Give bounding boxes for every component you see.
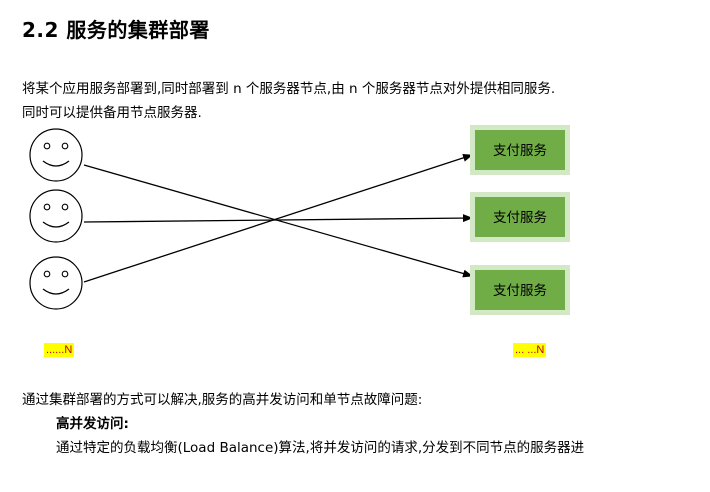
server-label: 支付服务 xyxy=(493,143,547,159)
server-label: 支付服务 xyxy=(493,283,547,299)
body-line-1: 通过集群部署的方式可以解决,服务的高并发访问和单节点故障问题: xyxy=(22,392,423,408)
server-count-label: ... ...N xyxy=(513,343,547,357)
section-heading: 2.2 服务的集群部署 xyxy=(22,18,210,42)
server-node: 支付服务 xyxy=(470,265,570,315)
user-face-icon xyxy=(29,256,83,310)
request-arrow xyxy=(83,214,473,223)
body-line-2: 通过特定的负载均衡(Load Balance)算法,将并发访问的请求,分发到不同… xyxy=(56,440,585,456)
request-arrow xyxy=(83,153,473,283)
intro-line-2: 同时可以提供备用节点服务器. xyxy=(22,105,202,121)
intro-line-1: 将某个应用服务部署到,同时部署到 n 个服务器节点,由 n 个服务器节点对外提供… xyxy=(22,81,556,97)
server-label: 支付服务 xyxy=(493,210,547,226)
user-face-icon xyxy=(29,128,83,182)
client-count-label: ......N xyxy=(44,343,75,357)
user-face-icon xyxy=(29,189,83,243)
server-node: 支付服务 xyxy=(470,192,570,242)
subheading: 高并发访问: xyxy=(56,416,129,432)
server-node: 支付服务 xyxy=(470,125,570,175)
cluster-diagram: 支付服务 支付服务 支付服务 xyxy=(29,125,570,315)
